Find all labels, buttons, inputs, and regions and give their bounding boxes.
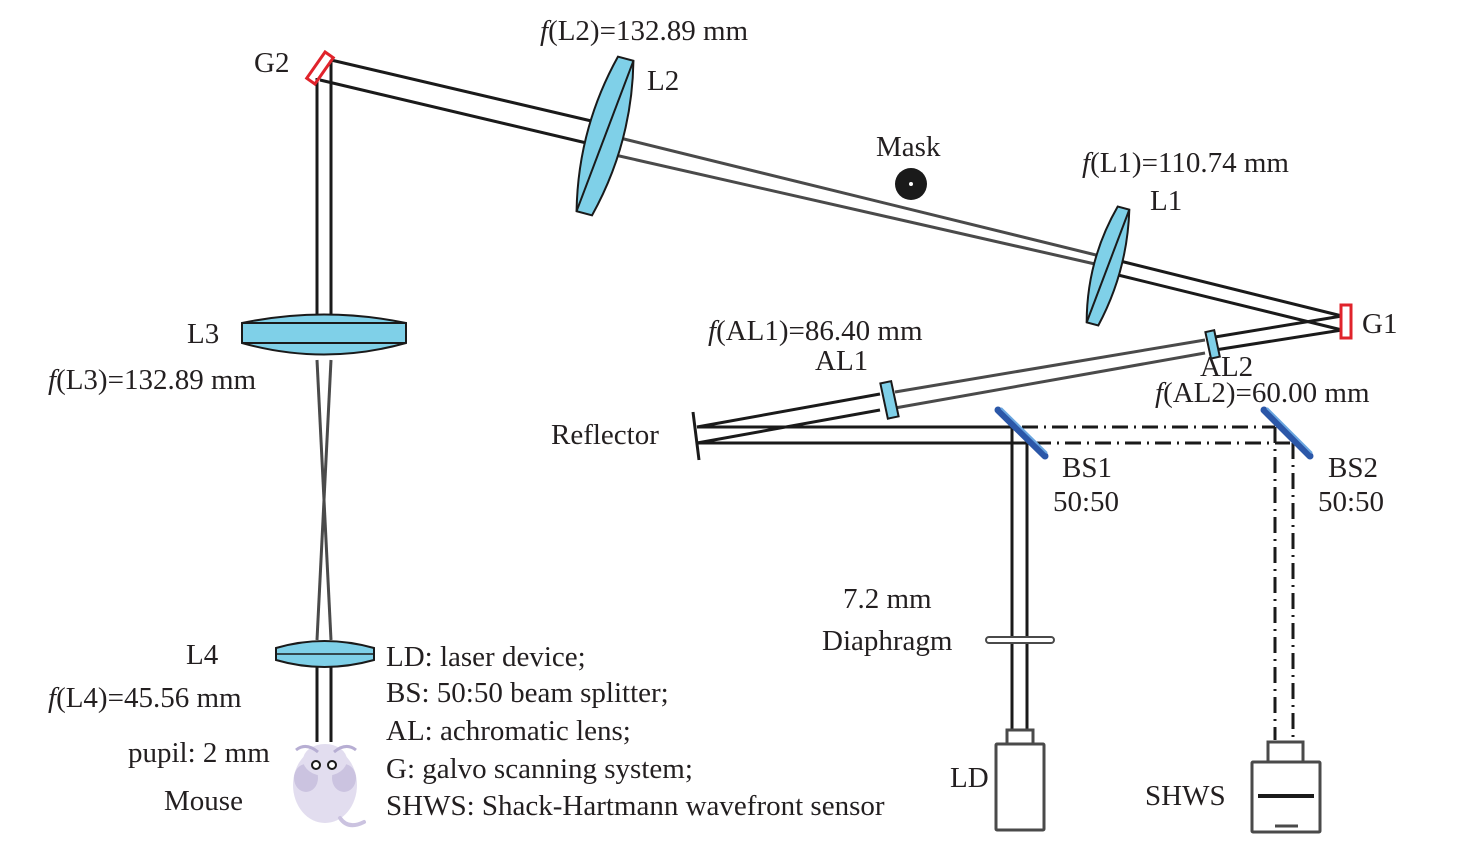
al1-label: AL1 <box>815 345 868 377</box>
al2-focal-label: f(AL2)=60.00 mm <box>1155 377 1370 409</box>
beam-splitter-bs1: BS1 50:50 <box>994 406 1119 518</box>
diaphragm-plate <box>985 636 1055 644</box>
diaphragm-label: Diaphragm <box>822 625 953 657</box>
legend-item: BS: 50:50 beam splitter; <box>386 677 669 709</box>
mouse-icon: pupil: 2 mm Mouse <box>128 737 366 828</box>
legend-item: LD: laser device; <box>386 641 586 673</box>
lens-al1: f(AL1)=86.40 mm AL1 <box>708 315 923 420</box>
mask: Mask <box>876 131 941 200</box>
l4-label: L4 <box>186 639 219 671</box>
al2-label: AL2 <box>1200 351 1253 383</box>
bs1-highlight <box>1000 407 1048 454</box>
mouse-whiskers <box>295 745 357 754</box>
bs2-label: BS2 <box>1328 452 1378 484</box>
l3-label: L3 <box>187 318 219 350</box>
beam-g2-l2-bottom <box>319 78 596 147</box>
mask-label: Mask <box>876 131 941 163</box>
galvo-g2-mirror <box>304 49 336 87</box>
beam-al2-al1-b <box>894 351 1206 410</box>
al1-focal-label: f(AL1)=86.40 mm <box>708 315 923 347</box>
mouse-eye-right <box>327 760 337 770</box>
lens-l4: L4 f(L4)=45.56 mm <box>48 639 375 714</box>
shack-hartmann-sensor: SHWS <box>1145 740 1322 834</box>
reflector-label: Reflector <box>551 419 659 451</box>
reflector-mirror <box>691 411 701 461</box>
ld-body <box>994 742 1046 832</box>
beam-l2-l1-b <box>614 153 1096 266</box>
l3-focal-label: f(L3)=132.89 mm <box>48 364 257 396</box>
mouse-eye-left <box>311 760 321 770</box>
diaphragm: 7.2 mm Diaphragm <box>822 583 1055 657</box>
lens-al2: AL2 f(AL2)=60.00 mm <box>1155 329 1370 409</box>
beam-al2-al1-a <box>894 338 1206 394</box>
lens-l2: f(L2)=132.89 mm L2 <box>540 15 749 217</box>
ld-nozzle <box>1005 728 1035 746</box>
pupil-label: pupil: 2 mm <box>128 737 270 769</box>
diaphragm-size: 7.2 mm <box>843 583 932 615</box>
g1-label: G1 <box>1362 308 1397 340</box>
reflector: Reflector <box>551 411 701 461</box>
galvo-g1: G1 <box>1339 303 1397 340</box>
mask-pinhole <box>909 182 913 186</box>
beam-al1-reflector-a <box>696 392 881 429</box>
ld-label: LD <box>950 762 989 794</box>
beam-g1-al2-b <box>1214 328 1343 352</box>
lens-l1: f(L1)=110.74 mm L1 <box>1082 147 1289 327</box>
galvo-g1-mirror <box>1339 303 1353 340</box>
galvo-g2: G2 <box>254 47 336 87</box>
bs1-plate <box>994 406 1049 460</box>
legend: LD: laser device; BS: 50:50 beam splitte… <box>386 641 885 822</box>
lens-l2-seam <box>575 60 635 212</box>
l4-focal-label: f(L4)=45.56 mm <box>48 682 242 714</box>
beam-splitter-bs2: BS2 50:50 <box>1260 406 1384 518</box>
bs1-label: BS1 <box>1062 452 1112 484</box>
lens-al1-body <box>879 379 900 420</box>
l2-label: L2 <box>647 65 679 97</box>
bs2-highlight <box>1266 407 1313 454</box>
beam-g1-al2-a <box>1214 314 1343 339</box>
lens-l3: L3 f(L3)=132.89 mm <box>48 313 407 396</box>
l2-focal-label: f(L2)=132.89 mm <box>540 15 749 47</box>
beam-paths <box>315 58 1343 742</box>
lens-al2-body <box>1204 329 1221 360</box>
bs2-plate <box>1260 406 1314 460</box>
beam-l3-l4-b <box>315 359 333 641</box>
lens-l3-body <box>241 313 407 356</box>
shws-nozzle <box>1266 740 1305 764</box>
l1-focal-label: f(L1)=110.74 mm <box>1082 147 1289 179</box>
shws-label: SHWS <box>1145 780 1226 812</box>
beam-l2-l1-a <box>619 136 1101 258</box>
mouse-tail <box>338 816 366 828</box>
beam-l1-g1-top <box>1119 259 1343 318</box>
bs1-ratio: 50:50 <box>1053 486 1119 518</box>
legend-item: SHWS: Shack-Hartmann wavefront sensor <box>386 790 885 822</box>
g2-label: G2 <box>254 47 289 79</box>
mouse-label: Mouse <box>164 785 243 817</box>
bs2-ratio: 50:50 <box>1318 486 1384 518</box>
beam-g2-l2-top <box>330 58 601 125</box>
legend-item: AL: achromatic lens; <box>386 715 631 747</box>
lens-l1-seam <box>1085 209 1131 323</box>
laser-device: LD <box>950 728 1046 832</box>
legend-item: G: galvo scanning system; <box>386 753 693 785</box>
l1-label: L1 <box>1150 185 1182 217</box>
